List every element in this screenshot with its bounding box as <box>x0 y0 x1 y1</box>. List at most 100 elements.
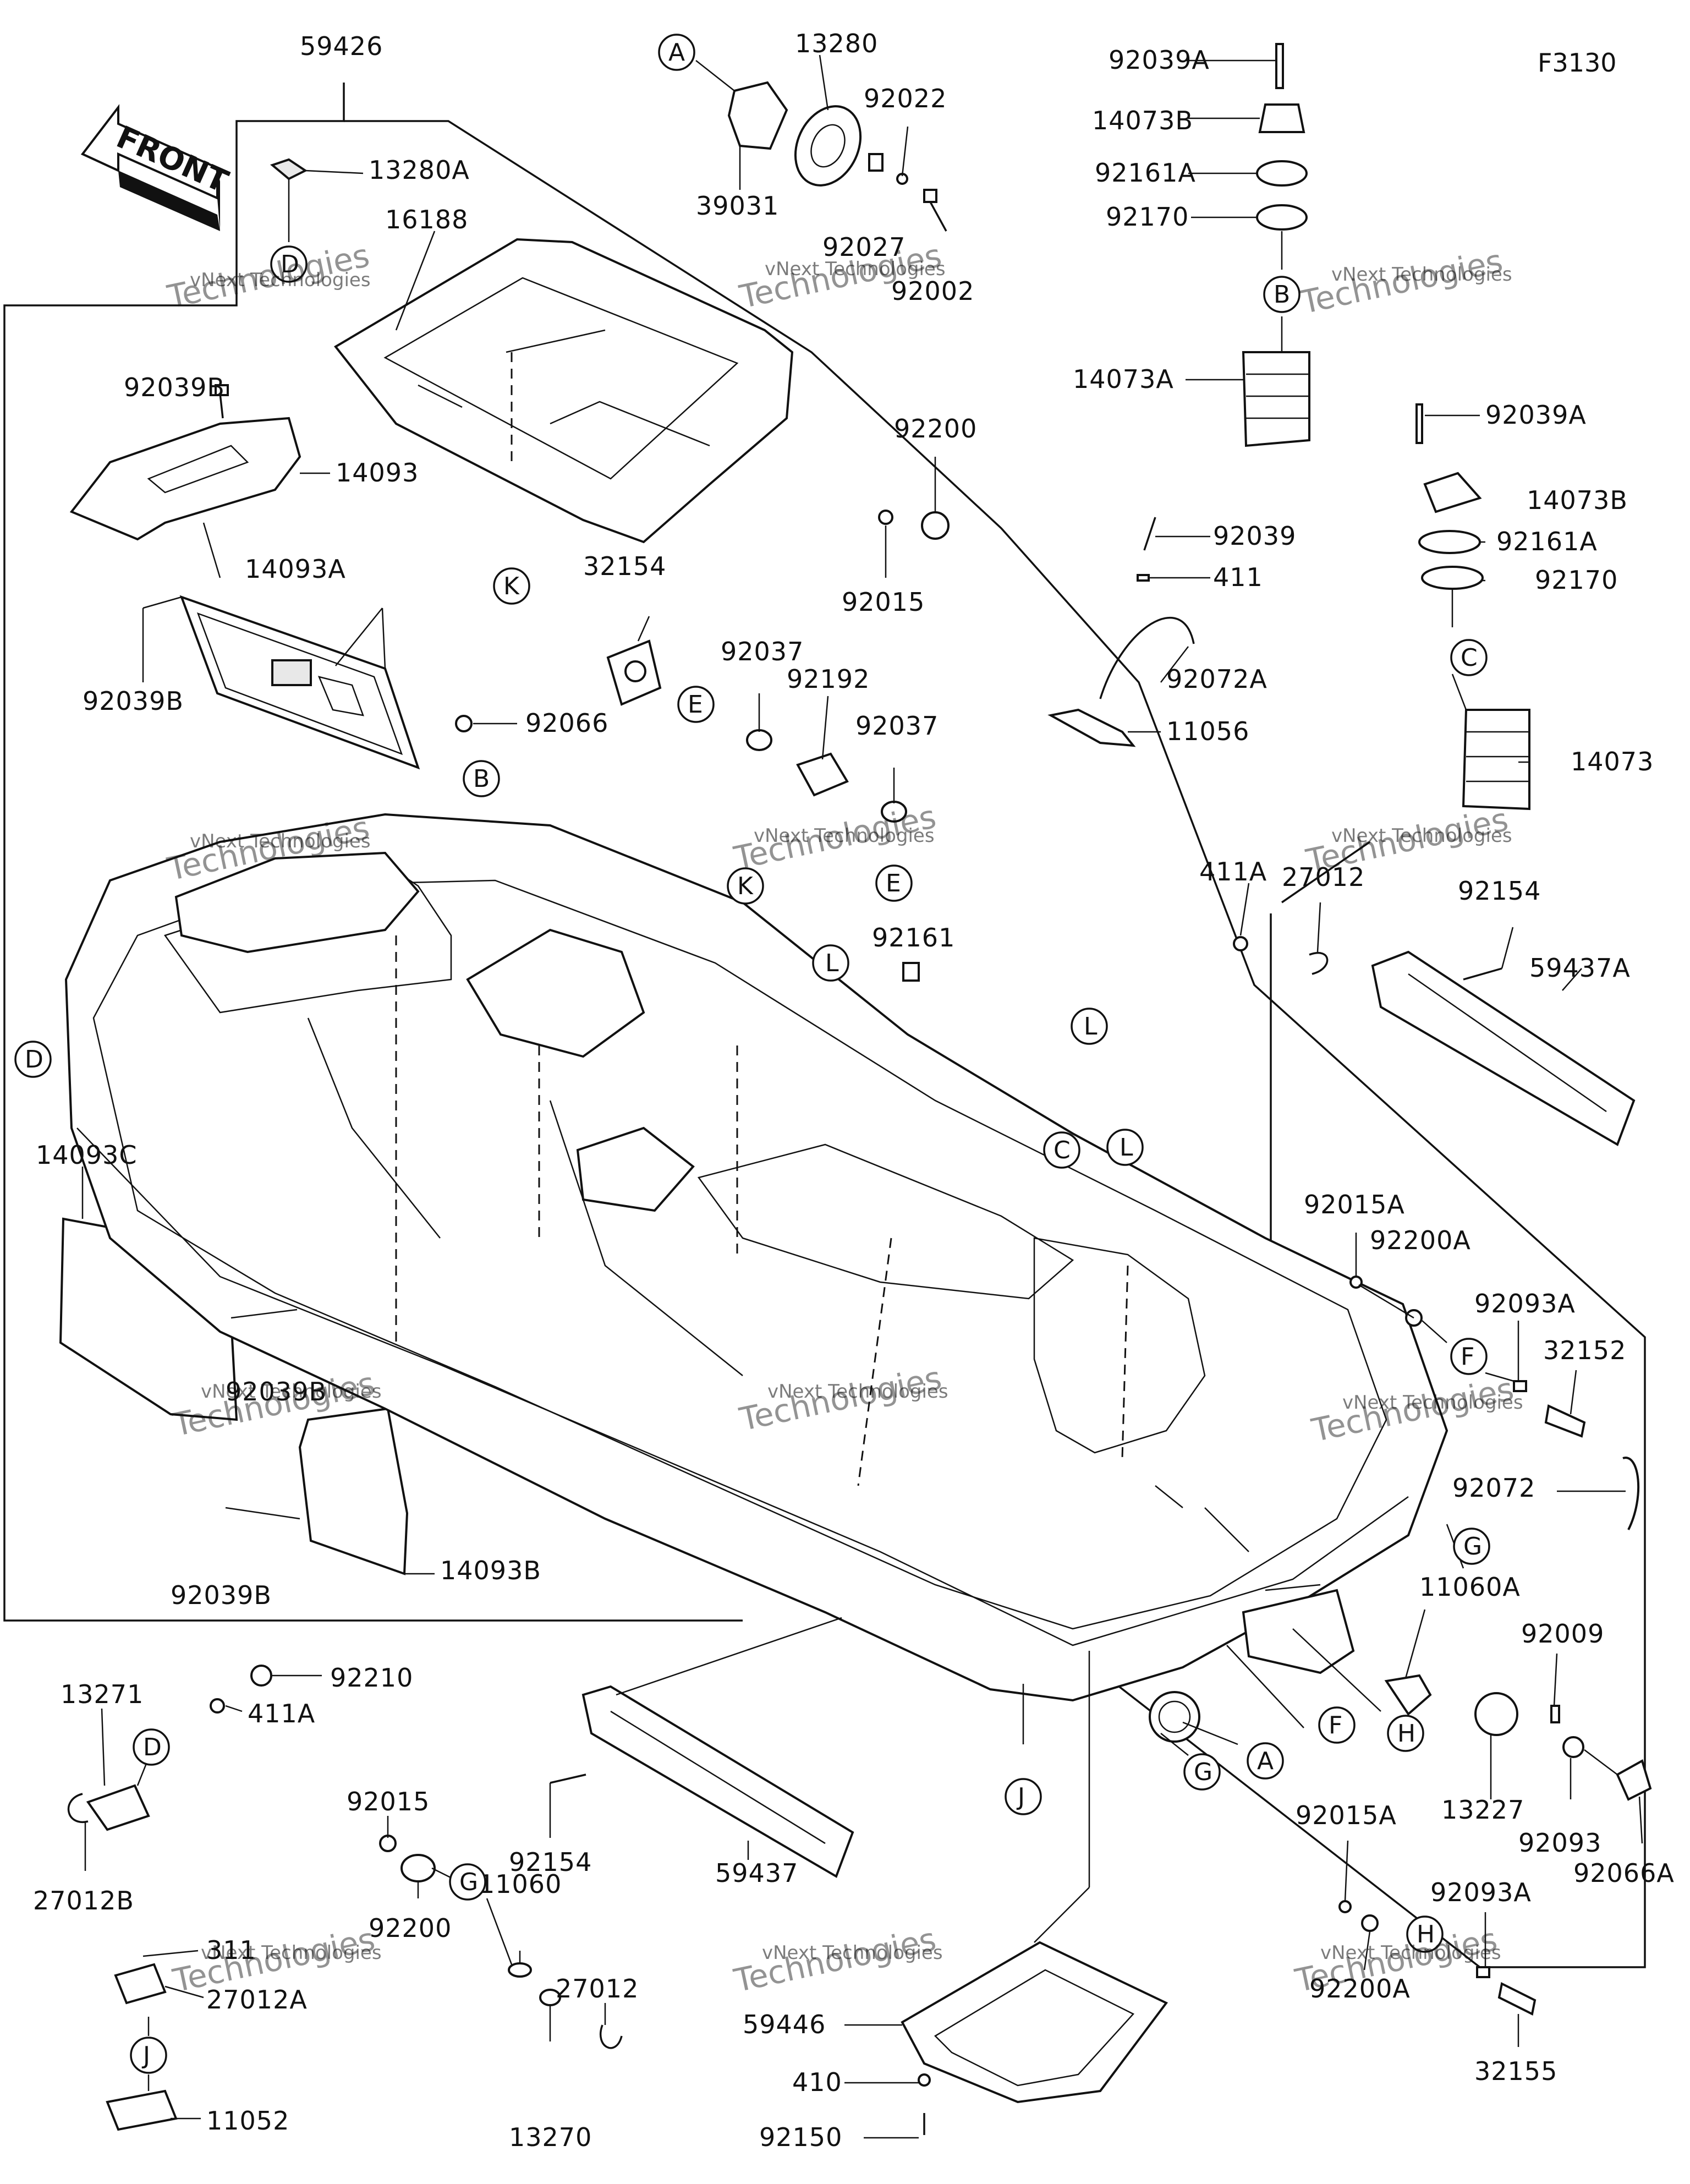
svg-text:D: D <box>25 1046 43 1074</box>
part-label: 92039B <box>171 1580 272 1610</box>
part-label: 92027 <box>822 232 906 262</box>
leader-lines <box>81 54 1643 2139</box>
part-label: 27012A <box>206 1985 308 2015</box>
ref-circle-c: C <box>1043 1131 1080 1169</box>
watermark: vNext Technologies <box>1331 825 1512 847</box>
part-label: 13280 <box>795 29 878 58</box>
ref-circle-l: L <box>1106 1129 1144 1166</box>
ref-circle-h: H <box>1387 1715 1424 1752</box>
ref-circle-f: F <box>1450 1338 1488 1375</box>
part-label: 14093C <box>36 1140 137 1170</box>
watermark: Technologies <box>1303 801 1512 880</box>
watermark: Technologies <box>1297 242 1506 321</box>
svg-text:C: C <box>1053 1136 1071 1164</box>
svg-text:J: J <box>1016 1783 1025 1811</box>
watermark: vNext Technologies <box>765 258 946 280</box>
part-label: 92015A <box>1304 1190 1405 1219</box>
front-arrow: FRONT <box>80 104 233 231</box>
svg-text:A: A <box>668 39 685 67</box>
part-label: 11060A <box>1419 1572 1521 1602</box>
svg-text:H: H <box>1397 1720 1415 1748</box>
part-label: 11052 <box>206 2106 289 2136</box>
watermark: vNext Technologies <box>762 1942 943 1964</box>
watermark: vNext Technologies <box>754 825 935 847</box>
svg-text:L: L <box>1120 1134 1133 1162</box>
part-label: 13270 <box>509 2122 592 2152</box>
part-label: 11056 <box>1166 716 1249 746</box>
watermark: vNext Technologies <box>767 1381 948 1403</box>
part-label: 92066 <box>525 708 608 738</box>
part-label: 13271 <box>61 1679 144 1709</box>
part-label: 27012 <box>1282 862 1365 892</box>
ref-circle-b: B <box>463 760 500 797</box>
svg-text:H: H <box>1417 1920 1435 1948</box>
part-label: 16188 <box>385 205 468 234</box>
panel-14093A <box>179 595 420 770</box>
watermark: Technologies <box>731 1920 940 2000</box>
ref-circle-b: B <box>1263 276 1301 313</box>
svg-text:L: L <box>825 949 839 977</box>
part-label: 92015 <box>842 587 925 617</box>
svg-text:E: E <box>886 869 901 897</box>
ref-circle-g: G <box>1183 1753 1221 1791</box>
svg-text:G: G <box>1194 1758 1212 1786</box>
hull-59426 <box>64 813 1448 1743</box>
part-label: 92009 <box>1521 1619 1604 1649</box>
svg-text:J: J <box>141 2041 150 2070</box>
diagram-code: F3130 <box>1538 48 1617 78</box>
part-label: 92161A <box>1095 158 1196 188</box>
watermark: Technologies <box>164 237 373 316</box>
part-label: 92161 <box>872 923 955 953</box>
part-label: 92093 <box>1518 1828 1601 1858</box>
part-label: 27012B <box>33 1886 134 1915</box>
part-label: 92170 <box>1535 565 1618 595</box>
part-label: 27012 <box>556 1974 639 2004</box>
part-label: 92093A <box>1430 1878 1532 1907</box>
watermark: vNext Technologies <box>1320 1942 1501 1964</box>
ref-circle-d: D <box>14 1041 52 1078</box>
part-label: 92154 <box>509 1847 592 1877</box>
part-label: 14093 <box>336 458 419 488</box>
part-label: 92039 <box>1213 521 1296 551</box>
svg-text:G: G <box>1463 1532 1482 1561</box>
part-label: 14073B <box>1527 485 1628 515</box>
svg-text:D: D <box>143 1733 162 1761</box>
part-label: 92015 <box>347 1787 430 1816</box>
ref-circle-e: E <box>677 686 715 723</box>
ref-circle-d: D <box>270 245 308 283</box>
ref-circle-l: L <box>1071 1008 1108 1045</box>
ref-circle-d: D <box>133 1728 170 1766</box>
svg-text:L: L <box>1084 1012 1098 1041</box>
ref-circle-c: C <box>1450 639 1488 676</box>
part-label: 13227 <box>1441 1795 1524 1825</box>
part-label: 92066A <box>1573 1858 1675 1888</box>
part-label: 92210 <box>330 1663 413 1693</box>
part-label: 92002 <box>891 276 974 306</box>
watermark: vNext Technologies <box>201 1942 382 1964</box>
part-label: 32155 <box>1474 2056 1557 2086</box>
svg-text:F: F <box>1329 1711 1342 1739</box>
svg-text:B: B <box>1274 281 1290 309</box>
watermark: vNext Technologies <box>1331 264 1512 286</box>
part-label: 59437A <box>1529 953 1631 983</box>
part-label: 92039A <box>1109 45 1210 75</box>
reference-circles: A A B B C C D D D E E F F G G G H H J J … <box>14 34 1490 2074</box>
part-label: 92200 <box>894 414 977 444</box>
part-label: 59426 <box>300 31 383 61</box>
svg-text:G: G <box>459 1868 478 1896</box>
part-label: 411 <box>1213 562 1263 592</box>
part-label: 92200A <box>1370 1225 1471 1255</box>
part-label: 92150 <box>759 2122 842 2152</box>
part-label: 92039A <box>1485 400 1587 430</box>
part-label: 92037 <box>855 711 939 741</box>
ref-circle-a: A <box>658 34 695 71</box>
watermark: vNext Technologies <box>1342 1392 1523 1414</box>
part-label: 92072A <box>1166 664 1268 694</box>
watermark: vNext Technologies <box>201 1381 382 1403</box>
part-label: 411A <box>1199 857 1267 886</box>
part-label: 92093A <box>1474 1289 1576 1318</box>
cover-14093 <box>69 384 301 541</box>
svg-text:A: A <box>1257 1747 1274 1775</box>
part-label: 92200 <box>369 1913 452 1943</box>
